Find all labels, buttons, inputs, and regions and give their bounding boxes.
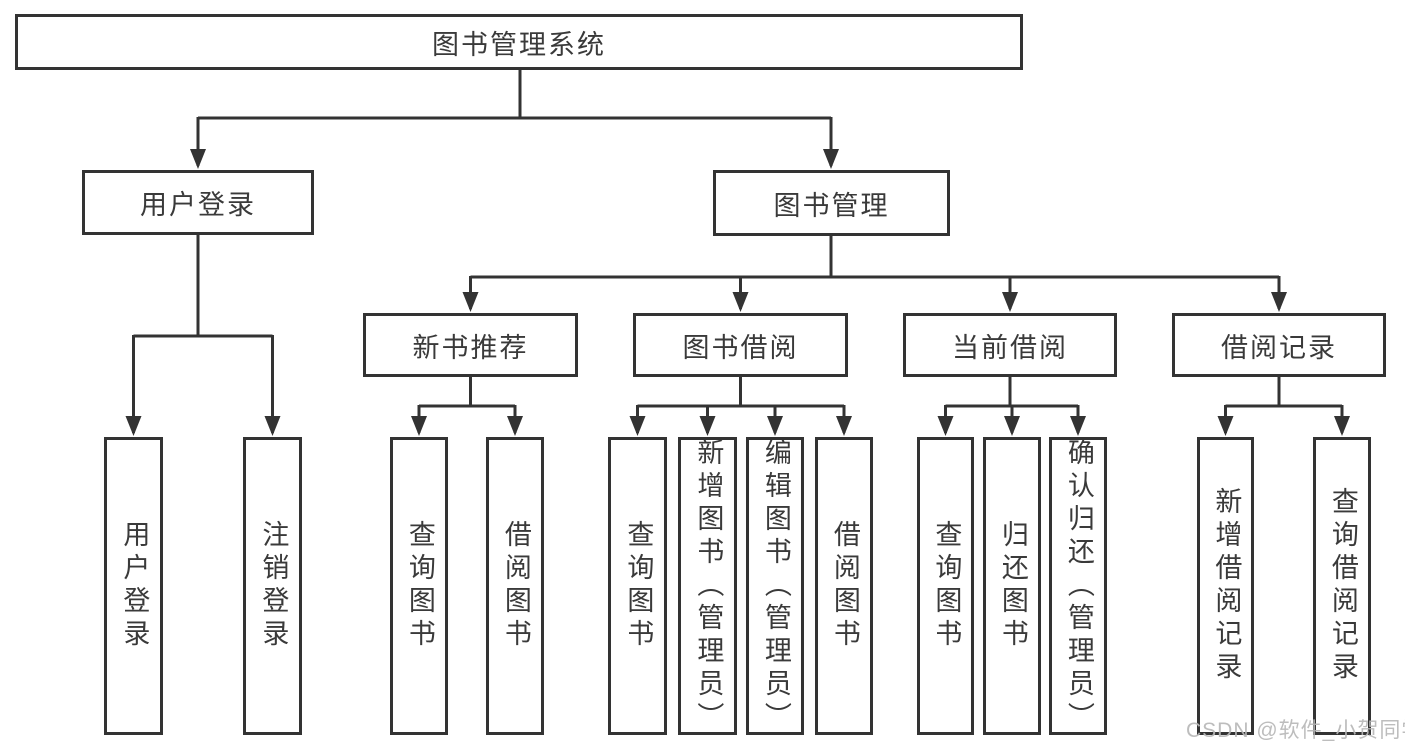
leaf-user-login: 用户登录 bbox=[104, 437, 163, 735]
node-book-borrowing: 图书借阅 bbox=[633, 313, 848, 377]
leaf-return-books: 归还图书 bbox=[983, 437, 1041, 735]
node-label: 注销登录 bbox=[258, 520, 289, 652]
node-label: 查询图书 bbox=[623, 520, 654, 652]
node-label: 查询借阅记录 bbox=[1327, 487, 1358, 685]
leaf-query-borrowing-record: 查询借阅记录 bbox=[1313, 437, 1371, 735]
leaf-borrow-books: 借阅图书 bbox=[815, 437, 873, 735]
node-borrowing-records: 借阅记录 bbox=[1172, 313, 1386, 377]
leaf-logout: 注销登录 bbox=[243, 437, 302, 735]
node-label: 借阅图书 bbox=[500, 520, 531, 652]
leaf-confirm-return-admin: 确认归还（管理员） bbox=[1049, 437, 1107, 735]
leaf-query-books-current: 查询图书 bbox=[917, 437, 974, 735]
csdn-watermark: CSDN @软件_小贺同学 bbox=[1186, 719, 1405, 742]
node-label: 新增借阅记录 bbox=[1211, 487, 1242, 685]
leaf-query-books-recommend: 查询图书 bbox=[390, 437, 448, 735]
node-user-login: 用户登录 bbox=[82, 170, 314, 235]
leaf-add-borrowing-record: 新增借阅记录 bbox=[1197, 437, 1254, 735]
node-label: 归还图书 bbox=[997, 520, 1028, 652]
node-label: 图书管理 bbox=[773, 190, 890, 221]
node-label: 查询图书 bbox=[931, 520, 962, 652]
node-label: 确认归还（管理员） bbox=[1063, 437, 1094, 735]
node-label: 查询图书 bbox=[404, 520, 435, 652]
node-current-borrowing: 当前借阅 bbox=[903, 313, 1117, 377]
node-label: 用户登录 bbox=[140, 190, 256, 220]
node-label: 借阅图书 bbox=[829, 520, 860, 652]
leaf-add-books-admin: 新增图书（管理员） bbox=[678, 437, 737, 735]
node-label: 新书推荐 bbox=[412, 332, 529, 363]
node-new-book-recommendation: 新书推荐 bbox=[363, 313, 578, 377]
node-label: 借阅记录 bbox=[1221, 332, 1337, 363]
node-label: 图书管理系统 bbox=[432, 29, 606, 60]
node-book-management: 图书管理 bbox=[713, 170, 950, 236]
leaf-query-books-borrowing: 查询图书 bbox=[608, 437, 667, 735]
node-label: 用户登录 bbox=[119, 520, 150, 652]
leaf-borrow-books-recommend: 借阅图书 bbox=[486, 437, 544, 735]
leaf-edit-books-admin: 编辑图书（管理员） bbox=[746, 437, 804, 735]
node-label: 当前借阅 bbox=[952, 332, 1068, 363]
node-label: 新增图书（管理员） bbox=[693, 437, 724, 735]
node-label: 图书借阅 bbox=[682, 332, 799, 363]
node-library-management-system: 图书管理系统 bbox=[15, 14, 1023, 70]
node-label: 编辑图书（管理员） bbox=[760, 437, 791, 735]
